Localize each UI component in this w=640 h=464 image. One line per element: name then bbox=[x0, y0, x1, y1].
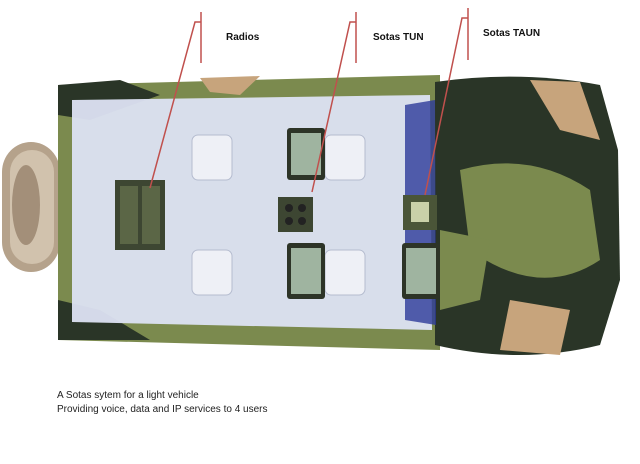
label-sotas-tun: Sotas TUN bbox=[373, 32, 424, 43]
sotas-units bbox=[278, 195, 437, 232]
caption-line-2: Providing voice, data and IP services to… bbox=[57, 404, 268, 415]
radio-rack bbox=[115, 180, 165, 250]
leader-lines bbox=[149, 8, 469, 196]
label-radios: Radios bbox=[226, 32, 260, 43]
spare-tire bbox=[2, 142, 60, 272]
seats bbox=[191, 134, 366, 296]
user-terminals bbox=[287, 128, 440, 299]
caption-line-1: A Sotas sytem for a light vehicle bbox=[57, 390, 199, 401]
label-sotas-taun: Sotas TAUN bbox=[483, 28, 541, 39]
